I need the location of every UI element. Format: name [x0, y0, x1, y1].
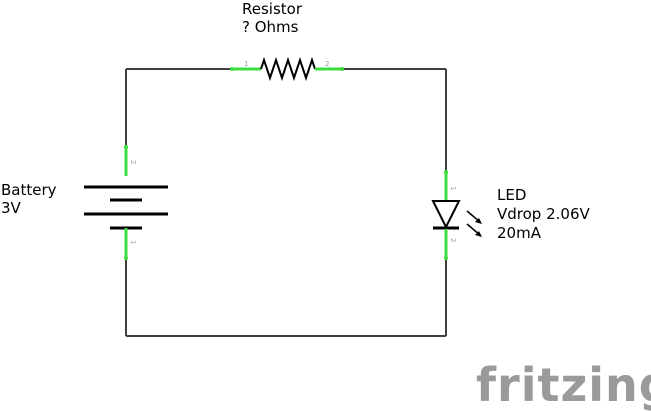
led-diode-triangle	[431, 200, 461, 230]
led-name-label: LED	[497, 186, 526, 204]
resistor[interactable]: 1 2 Resistor ? Ohms	[230, 0, 344, 82]
resistor-pin-2-number: 2	[325, 60, 329, 68]
led-pin-1-end	[444, 170, 448, 174]
battery-pin-2-end	[124, 145, 128, 149]
led-pin-2-number: 2	[449, 238, 457, 242]
led-current-label: 20mA	[497, 224, 542, 242]
resistor-pin-1-number: 1	[244, 60, 248, 68]
battery-pin-2-number: 2	[129, 160, 137, 164]
battery-pin-1-end	[124, 256, 128, 260]
led-vdrop-label: Vdrop 2.06V	[497, 205, 590, 223]
battery-value-label: 3V	[1, 199, 22, 217]
resistor-value-label: ? Ohms	[242, 18, 299, 36]
resistor-name-label: Resistor	[242, 0, 303, 18]
resistor-pin-2-end	[340, 67, 344, 71]
battery[interactable]: 2 1 Battery 3V	[1, 145, 168, 260]
led-pin-1-number: 1	[449, 186, 457, 190]
led[interactable]: 1 2 LED Vdrop 2.06V 20mA	[431, 170, 590, 260]
battery-name-label: Battery	[1, 181, 57, 199]
resistor-zigzag	[260, 56, 316, 82]
resistor-pin-1-end	[230, 67, 234, 71]
wires	[125, 68, 447, 337]
battery-pin-1-number: 1	[129, 240, 137, 244]
led-emission-arrows-icon	[466, 210, 482, 237]
led-pin-2-end	[444, 256, 448, 260]
fritzing-logo: fritzing	[476, 358, 651, 411]
